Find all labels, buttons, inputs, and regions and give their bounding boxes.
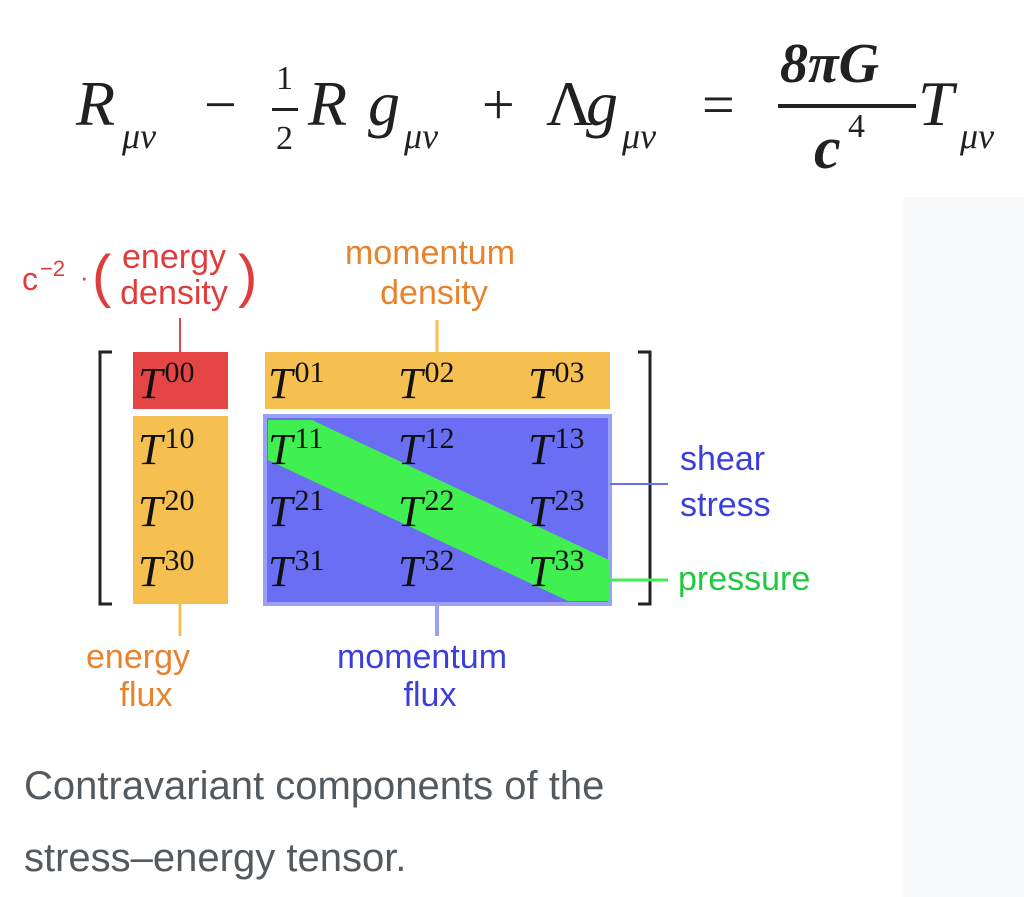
eq-g2: g bbox=[586, 68, 618, 139]
eq-frac-bar bbox=[778, 104, 916, 108]
momentum-flux-label-2: flux bbox=[404, 676, 457, 714]
figure-caption: Contravariant components of the stress–e… bbox=[24, 750, 884, 894]
eq-R: R bbox=[76, 68, 116, 139]
left-bracket bbox=[98, 350, 112, 606]
pressure-diagonal bbox=[268, 420, 609, 601]
caption-line-1: Contravariant components of the bbox=[24, 764, 605, 808]
tensor-component-21: T21 bbox=[268, 484, 324, 536]
eq-sub-4: μν bbox=[960, 116, 995, 156]
tensor-component-03: T03 bbox=[528, 356, 584, 408]
tensor-component-20: T20 bbox=[138, 484, 194, 536]
tensor-component-30: T30 bbox=[138, 544, 194, 596]
close-paren: ) bbox=[238, 244, 257, 309]
tensor-component-33: T33 bbox=[528, 544, 584, 596]
eq-frac-den-c: c bbox=[814, 115, 841, 181]
tensor-component-12: T12 bbox=[398, 422, 454, 474]
tensor-component-13: T13 bbox=[528, 422, 584, 474]
energy-flux-label-2: flux bbox=[120, 676, 173, 714]
eq-frac-den-exp: 4 bbox=[848, 108, 865, 145]
tensor-component-10: T10 bbox=[138, 422, 194, 474]
tensor-component-22: T22 bbox=[398, 484, 454, 536]
tensor-component-32: T32 bbox=[398, 544, 454, 596]
momentum-flux-label-1: momentum bbox=[337, 638, 507, 676]
energy-density-label-1: energy bbox=[122, 238, 226, 276]
c-dot: · bbox=[80, 262, 89, 292]
tensor-component-31: T31 bbox=[268, 544, 324, 596]
tensor-component-00: T00 bbox=[138, 356, 194, 408]
einstein-field-equation: R μν − 1 2 R g μν + Λ g μν = 8πG c 4 T μ… bbox=[0, 0, 1024, 200]
right-bracket bbox=[638, 350, 652, 606]
side-panel bbox=[903, 197, 1024, 897]
eq-half-bar bbox=[272, 108, 298, 111]
shear-label-1: shear bbox=[680, 440, 765, 478]
eq-frac-num: 8πG bbox=[780, 33, 880, 95]
energy-density-label-2: density bbox=[120, 274, 228, 312]
open-paren: ( bbox=[92, 244, 111, 309]
eq-half-num: 1 bbox=[276, 60, 293, 97]
eq-sub-1: μν bbox=[122, 116, 157, 156]
eq-sub-2: μν bbox=[404, 116, 439, 156]
tensor-component-11: T11 bbox=[268, 422, 323, 474]
energy-flux-label-1: energy bbox=[86, 638, 190, 676]
c-prefix: c bbox=[22, 261, 38, 297]
eq-minus: − bbox=[204, 72, 237, 137]
tensor-component-02: T02 bbox=[398, 356, 454, 408]
energy-density-cell bbox=[133, 352, 228, 409]
c-exponent: −2 bbox=[40, 256, 65, 281]
eq-half-den: 2 bbox=[276, 120, 293, 157]
momentum-density-label-2: density bbox=[380, 274, 488, 312]
eq-equals: = bbox=[702, 72, 735, 137]
tensor-component-23: T23 bbox=[528, 484, 584, 536]
eq-g1: g bbox=[368, 68, 400, 139]
pressure-label: pressure bbox=[678, 560, 810, 598]
momentum-density-label-1: momentum bbox=[345, 234, 515, 272]
energy-flux-block bbox=[133, 416, 228, 604]
eq-plus: + bbox=[482, 72, 515, 137]
eq-sub-3: μν bbox=[622, 116, 657, 156]
eq-T: T bbox=[918, 68, 954, 139]
tensor-component-01: T01 bbox=[268, 356, 324, 408]
eq-R2: R bbox=[308, 68, 348, 139]
shear-label-2: stress bbox=[680, 486, 771, 524]
caption-line-2: stress–energy tensor. bbox=[24, 836, 407, 880]
momentum-density-block bbox=[265, 352, 610, 409]
eq-lambda: Λ bbox=[546, 68, 593, 139]
